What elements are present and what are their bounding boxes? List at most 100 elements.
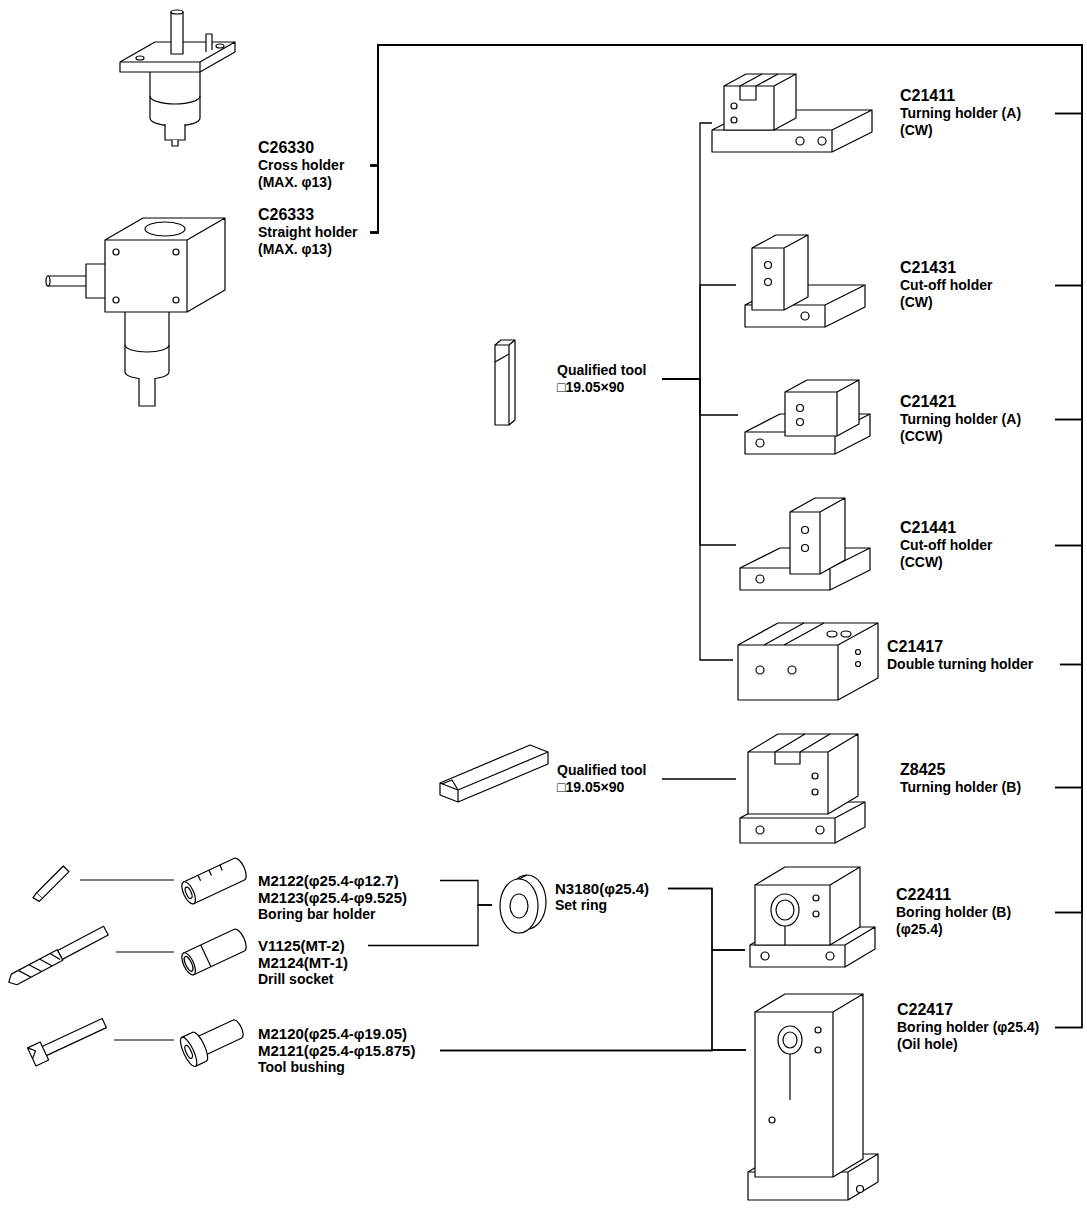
qualified-tool-drawing [442,780,458,790]
turning-holder-drawing [796,137,804,145]
cross-holder-drawing [136,56,144,60]
boring-holder-drawing [815,1027,821,1033]
boring-holder-drawing [857,1186,864,1193]
cutoff-holder-drawing [790,498,845,574]
boring-holder-drawing [783,1032,797,1048]
boring-bar-drawing [36,866,69,899]
connector-line [662,778,736,779]
part-name: Double turning holder [887,656,1033,673]
part-name: Set ring [555,897,649,914]
part-name: Tool bushing [258,1059,415,1076]
part-number: C21441 [900,518,993,537]
part-name: (CCW) [900,428,1021,445]
label-block: C21431Cut-off holder(CW) [900,258,993,311]
cutoff-holder-drawing [765,279,772,286]
straight-holder-drawing [145,222,185,236]
cross-holder-drawing [150,66,200,126]
part-name: □19.05×90 [557,379,646,396]
part-name: Drill socket [258,971,348,988]
connector-line [370,45,1082,1028]
straight-holder-drawing [113,249,119,255]
boring-tool-drawing [28,1042,49,1066]
boring-holder-drawing [771,894,799,926]
cross-holder-drawing [120,10,235,146]
connector-line [370,45,1082,420]
boring-holder-drawing [755,994,863,1177]
drill-drawing [6,950,63,988]
part-name: (MAX. φ13) [258,241,358,258]
part-name: Qualified tool [557,762,646,779]
part-code: N3180(φ25.4) [555,880,649,897]
cutoff-holder-drawing [765,262,772,269]
double-turning-holder-drawing [827,631,837,637]
boring-bar-holder-drawing [198,865,222,881]
label-block: V1125(MT-2)M2124(MT-1)Drill socket [258,937,348,988]
boring-bar-holder-drawing [184,886,194,899]
connector-line [668,889,746,1051]
tool-bushing-drawing [183,1044,193,1059]
straight-holder-drawing [105,218,225,312]
straight-holder-drawing [125,345,169,352]
connector-line [370,45,1082,665]
connector-line [370,45,1082,665]
part-code: V1125(MT-2) [258,937,348,954]
cross-holder-drawing [165,124,185,140]
double-turning-holder-drawing [756,666,764,674]
boring-tool-drawing [41,1019,107,1057]
label-block: C21441Cut-off holder(CCW) [900,518,993,571]
boring-holder-drawing [755,867,860,945]
boring-holder-drawing [776,900,794,920]
part-name: (CW) [900,122,1021,139]
cross-holder-drawing [216,44,224,48]
label-block: Z8425Turning holder (B) [900,760,1021,796]
part-item: C26330Cross holder(MAX. φ13) [115,5,370,197]
straight-holder-drawing [86,264,106,298]
double-turning-holder-drawing [856,650,861,655]
part-number: C21411 [900,86,1021,105]
connector-line [370,45,1082,546]
part-number: C22411 [896,885,1011,904]
drill-drawing [18,951,61,981]
tool-bushing-drawing [177,1013,248,1069]
part-number: C26330 [258,138,344,157]
turning-holder-drawing [785,380,859,436]
drill-socket-drawing [201,945,211,967]
part-name: Cut-off holder [900,537,993,554]
part-item: C21431Cut-off holder(CW) [736,232,1055,337]
boring-bar-drawing [32,866,174,903]
qualified-tool-drawing [495,340,515,425]
straight-holder-drawing [46,218,225,406]
label-block: C26333Straight holder(MAX. φ13) [258,205,358,258]
part-code: M2124(MT-1) [258,954,348,971]
part-number: Z8425 [900,760,1021,779]
part-item: Z8425Turning holder (B) [736,728,1055,852]
straight-holder-drawing [46,276,50,286]
part-item: N3180(φ25.4)Set ring [492,868,668,938]
connector-line [370,45,1082,233]
double-turning-holder-drawing [788,666,796,674]
part-item: Qualified tool□19.05×90 [428,736,662,804]
set-ring-drawing [510,894,528,918]
turning-holder-drawing [797,405,804,412]
connector-line [370,45,1082,1028]
straight-holder-drawing [139,378,155,406]
boring-holder-drawing [769,1117,775,1123]
part-item: M2120(φ25.4-φ19.05)M2121(φ25.4-φ15.875)T… [178,1010,440,1080]
boring-tool-drawing [28,1045,39,1058]
double-turning-holder-drawing [841,631,851,637]
cross-holder-drawing [171,12,183,54]
boring-holder-drawing [761,952,769,960]
part-name: (φ25.4) [896,921,1011,938]
straight-holder-drawing [48,276,90,286]
part-item: M2122(φ25.4-φ12.7)M2123(φ25.4-φ9.525)Bor… [178,853,440,927]
part-item: C22411Boring holder (B)(φ25.4) [745,856,1055,976]
cross-holder-drawing [150,96,200,104]
connector-line [668,889,745,951]
label-block: Qualified tool□19.05×90 [557,362,646,396]
cutoff-holder-drawing [802,545,809,552]
part-code: M2120(φ25.4-φ19.05) [258,1025,415,1042]
part-name: Turning holder (A) [900,105,1021,122]
cutoff-holder-drawing [745,235,865,327]
